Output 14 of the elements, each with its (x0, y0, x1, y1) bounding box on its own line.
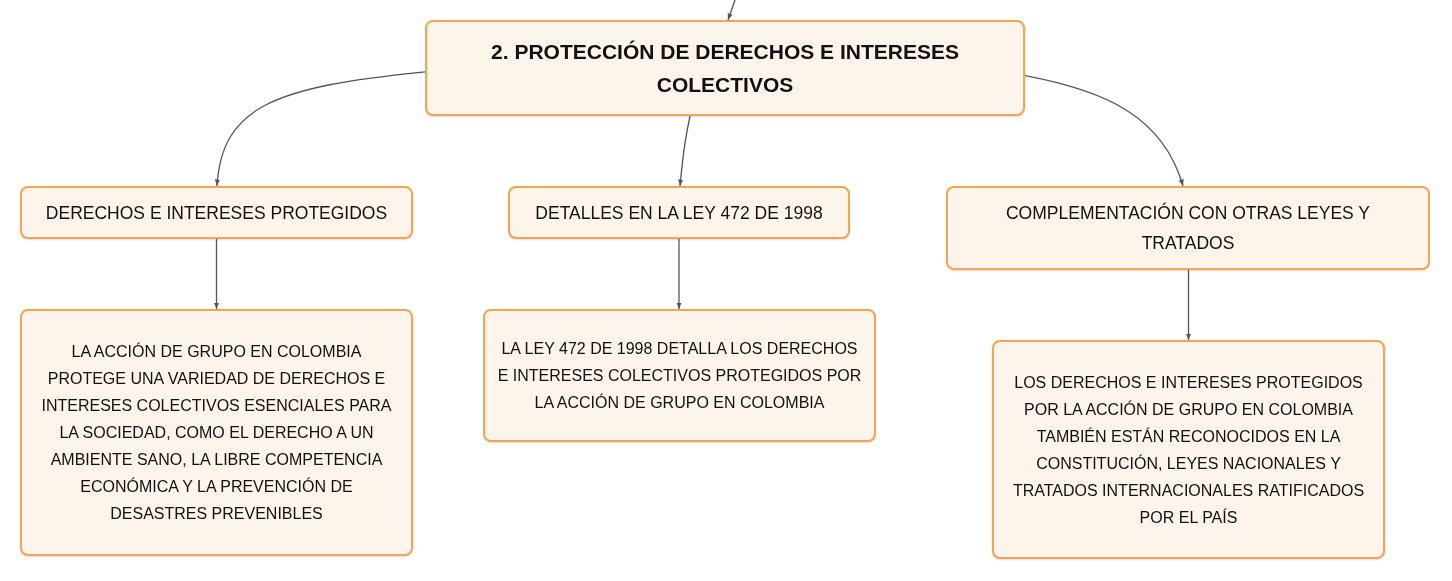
connector-arrow (676, 238, 682, 310)
topic-box: DERECHOS E INTERESES PROTEGIDOS (20, 186, 413, 239)
connector-arrow (213, 238, 220, 310)
connector-arrow (678, 115, 691, 187)
topic-box: COMPLEMENTACIÓN CON OTRAS LEYES Y TRATADOS (946, 186, 1430, 270)
description-box: LA LEY 472 DE 1998 DETALLA LOS DERECHOS E INTERESES COLECTIVOS PROTEGIDOS POR LA ACCIÓN DE GRUPO EN COLOMBIA (483, 309, 876, 442)
title-box: 2. PROTECCIÓN DE DERECHOS E INTERESES COLECTIVOS (425, 20, 1025, 116)
connector-arrow (1024, 75, 1184, 187)
connector-arrow (215, 71, 426, 187)
description-box: LOS DERECHOS E INTERESES PROTEGIDOS POR LA ACCIÓN DE GRUPO EN COLOMBIA TAMBIÉN ESTÁN RECONOCIDOS EN LA CONSTITUCIÓN, LEYES NACIONALES Y TRATADOS INTERNACIONALES RATIFICADOS POR EL PAÍS (992, 340, 1385, 559)
description-box: LA ACCIÓN DE GRUPO EN COLOMBIA PROTEGE UNA VARIEDAD DE DERECHOS E INTERESES COLECTIVOS ESENCIALES PARA LA SOCIEDAD, COMO EL DERECHO A UN AMBIENTE SANO, LA LIBRE COMPETENCIA ECONÓMICA Y LA PREVENCIÓN DE DESASTRES PREVENIBLES (20, 309, 413, 556)
connector-arrow (1185, 269, 1192, 341)
topic-box: DETALLES EN LA LEY 472 DE 1998 (508, 186, 850, 239)
connector-arrow (727, 0, 736, 21)
